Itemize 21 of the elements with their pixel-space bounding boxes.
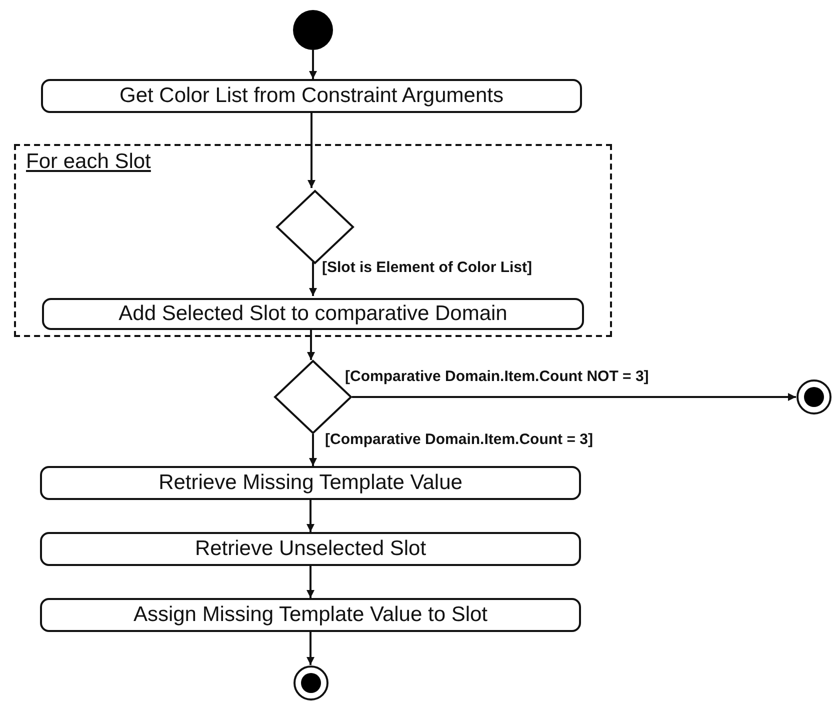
arrow <box>352 393 796 401</box>
final-node-circle <box>796 379 832 415</box>
action-box: Add Selected Slot to comparative Domain <box>42 298 584 330</box>
arrow <box>306 500 314 532</box>
guard-label: [Comparative Domain.Item.Count = 3] <box>325 431 593 449</box>
guard-label: [Comparative Domain.Item.Count NOT = 3] <box>345 368 649 386</box>
final-node-circle <box>293 665 329 701</box>
frame-title: For each Slot <box>26 150 151 174</box>
action-box: Assign Missing Template Value to Slot <box>40 598 581 632</box>
arrow <box>306 632 314 665</box>
arrow <box>306 566 314 598</box>
action-box: Get Color List from Constraint Arguments <box>41 79 582 113</box>
action-box: Retrieve Unselected Slot <box>40 532 581 566</box>
arrow <box>307 328 315 360</box>
arrow <box>309 50 317 79</box>
arrow <box>308 113 316 188</box>
guard-label: [Slot is Element of Color List] <box>322 259 532 277</box>
arrow <box>309 262 317 296</box>
action-box: Retrieve Missing Template Value <box>40 466 581 500</box>
arrow <box>309 434 317 466</box>
start-node-circle <box>293 10 333 50</box>
